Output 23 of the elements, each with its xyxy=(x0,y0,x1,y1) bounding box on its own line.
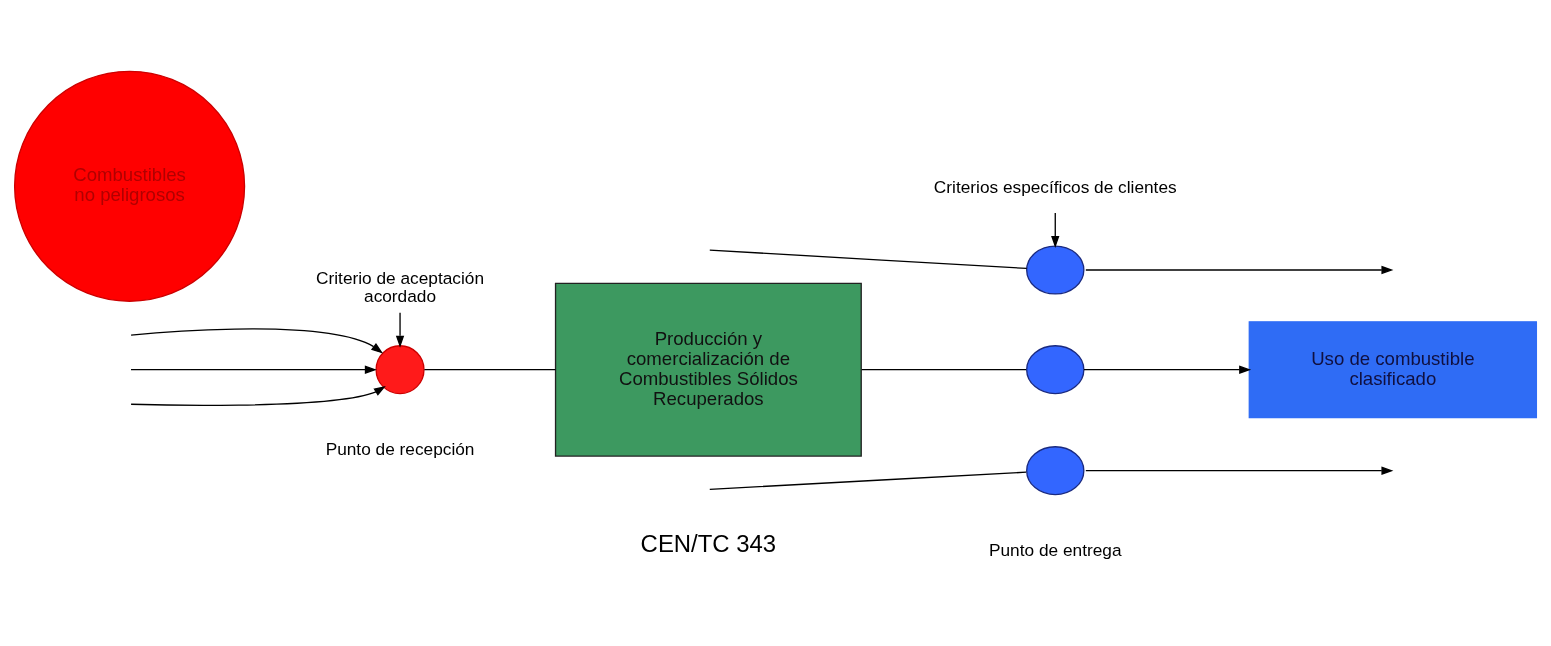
node-circle xyxy=(1026,244,1085,295)
arrow xyxy=(130,365,377,374)
label: Punto de recepción xyxy=(325,438,475,459)
arrow xyxy=(130,327,384,354)
connector xyxy=(709,471,1027,490)
label: CEN/TC 343 xyxy=(640,529,777,557)
arrow xyxy=(130,385,386,406)
arrow xyxy=(1085,466,1394,475)
arrow xyxy=(1085,265,1394,274)
node-box: Uso de combustible clasificado xyxy=(1248,320,1538,418)
node-text: Criterios específicos de clientes xyxy=(933,176,1177,197)
arrow xyxy=(1083,365,1252,374)
label: Punto de entrega xyxy=(989,539,1122,560)
node-circle xyxy=(1026,445,1085,495)
connector xyxy=(709,248,1028,269)
connector xyxy=(423,368,557,370)
arrow xyxy=(1051,211,1060,248)
node-box: Producción y comercialización de Combustibles Sólidos Recuperados xyxy=(554,282,862,457)
node-circle: Combustibles no peligrosos xyxy=(13,70,246,302)
arrow xyxy=(395,311,405,348)
node-circle xyxy=(1026,344,1085,394)
connector xyxy=(861,368,1027,370)
node-text: Criterio de aceptación acordado xyxy=(316,267,485,306)
